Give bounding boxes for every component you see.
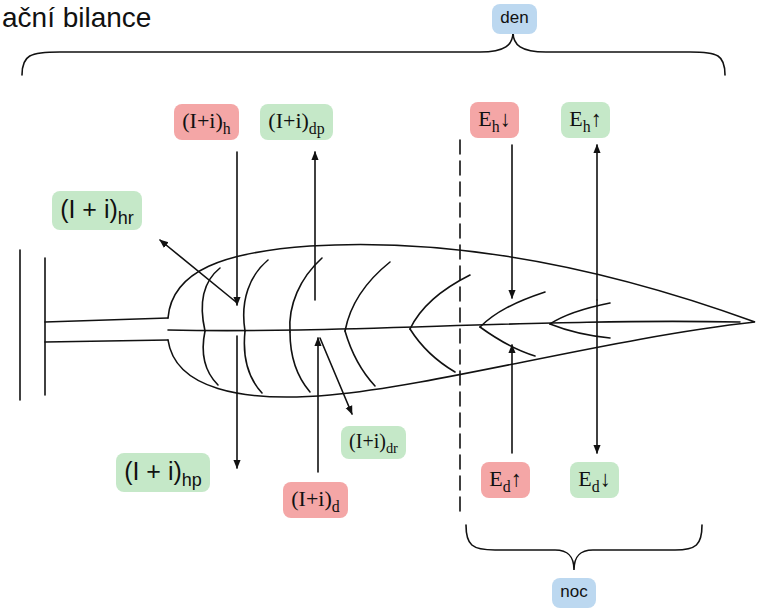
leaf-outline [168, 245, 755, 398]
radiation-arrow [314, 152, 316, 300]
radiation-symbol: den [500, 8, 528, 28]
slide-title: ační bilance [2, 2, 151, 34]
radiation-box: (I+i)d [283, 482, 348, 518]
radiation-box: (I+i)dr [341, 426, 406, 459]
day-night-divider [459, 140, 461, 515]
radiation-box: (I + i)hp [116, 453, 210, 492]
radiation-arrow [511, 145, 513, 298]
radiation-arrow [596, 300, 598, 453]
radiation-symbol: (I+i)d [291, 486, 339, 511]
brace [22, 32, 725, 75]
radiation-symbol: (I + i)hp [124, 457, 202, 486]
radiation-box: Eh↓ [470, 102, 519, 138]
period-label: den [492, 4, 537, 34]
leaf-vein [410, 329, 455, 372]
radiation-arrow [511, 345, 513, 453]
radiation-box: (I+i)dp [260, 104, 333, 140]
radiation-arrow [236, 336, 238, 468]
leaf-vein [244, 331, 262, 393]
radiation-box: (I + i)hr [52, 191, 142, 230]
leaf-vein [290, 258, 322, 332]
radiation-symbol: Ed↓ [578, 466, 610, 491]
leaf-vein [345, 262, 390, 331]
petiole [45, 318, 168, 322]
leaf-vein [480, 327, 535, 356]
radiation-symbol: (I+i)h [182, 108, 230, 133]
leaf-midrib [168, 321, 740, 330]
petiole [45, 340, 168, 342]
radiation-arrow [596, 145, 598, 300]
radiation-symbol: Ed↑ [489, 466, 521, 491]
radiation-symbol: noc [560, 582, 587, 602]
stem-line [44, 258, 46, 395]
radiation-box: Eh↑ [561, 102, 610, 138]
radiation-symbol: (I+i)dp [268, 108, 324, 133]
leaf-vein [203, 331, 218, 385]
radiation-box: Ed↓ [570, 462, 619, 498]
radiation-arrow [236, 152, 238, 305]
leaf-vein [244, 260, 268, 331]
radiation-symbol: (I+i)dr [349, 430, 398, 453]
leaf-vein [410, 275, 470, 329]
radiation-box: Ed↑ [481, 462, 530, 498]
leaf-vein [550, 324, 610, 338]
stem-line [19, 250, 21, 400]
radiation-symbol: Eh↑ [569, 106, 601, 131]
brace [466, 525, 702, 570]
radiation-arrow [320, 338, 352, 414]
leaf-vein [550, 303, 610, 324]
leaf-vein [345, 331, 375, 386]
radiation-box: (I+i)h [174, 104, 239, 140]
radiation-symbol: (I + i)hr [60, 195, 134, 224]
radiation-arrow [317, 338, 319, 472]
period-label: noc [552, 578, 596, 608]
radiation-symbol: Eh↓ [478, 106, 510, 131]
radiation-arrow [160, 240, 236, 302]
leaf-vein [290, 332, 310, 392]
